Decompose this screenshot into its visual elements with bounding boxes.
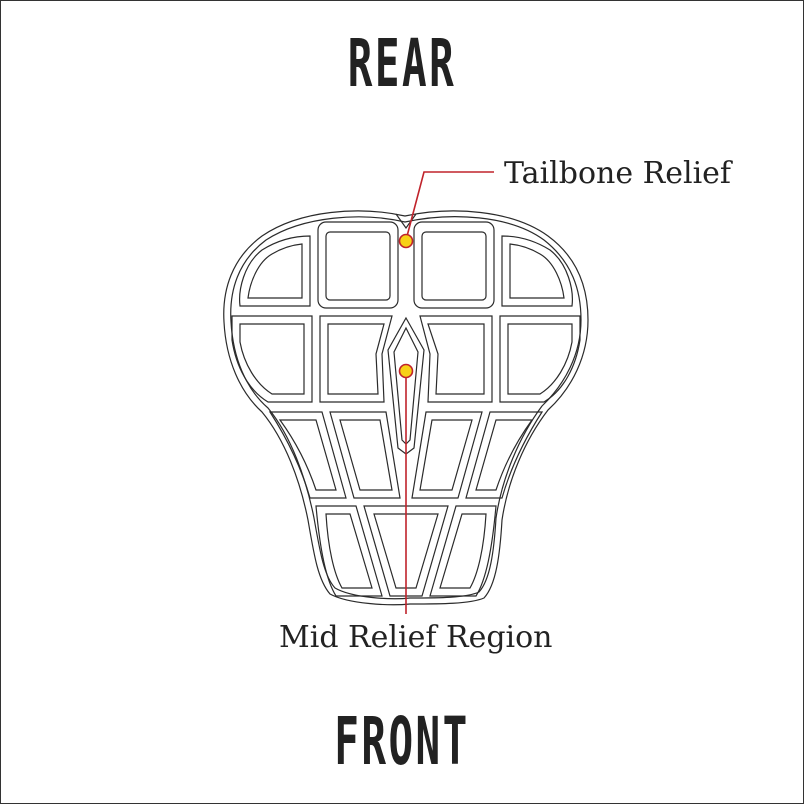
cell-r4-3 bbox=[429, 505, 497, 597]
tailbone-marker bbox=[398, 233, 414, 249]
cell-r1-4 bbox=[501, 235, 573, 307]
seat-shell-outer bbox=[223, 210, 589, 606]
cell-r3-1 bbox=[268, 411, 347, 499]
cell-r3-4 bbox=[465, 411, 544, 499]
cell-r4-1 bbox=[315, 505, 383, 597]
cell-r2-1 bbox=[231, 315, 313, 403]
seat-shell-inner bbox=[230, 216, 582, 600]
cell-r2-3 bbox=[419, 315, 493, 403]
cell-r3-2-inner bbox=[339, 419, 393, 491]
cell-r1-4-inner bbox=[509, 243, 565, 299]
cell-r2-4-inner bbox=[507, 323, 573, 395]
tailbone-relief-label: Tailbone Relief bbox=[504, 156, 732, 191]
cell-r1-1-inner bbox=[247, 243, 303, 299]
cell-r1-2-inner bbox=[325, 231, 391, 301]
mid-relief-label: Mid Relief Region bbox=[279, 620, 553, 655]
cell-r3-3-inner bbox=[419, 419, 473, 491]
cell-r1-1 bbox=[239, 235, 311, 307]
cell-r1-3 bbox=[413, 221, 495, 309]
cell-r1-2 bbox=[317, 221, 399, 309]
cell-r3-3 bbox=[411, 411, 483, 499]
cell-r2-3-inner bbox=[427, 323, 485, 395]
mid-relief-marker bbox=[398, 363, 414, 379]
cell-r4-3-inner bbox=[439, 513, 487, 589]
cell-r3-4-inner bbox=[475, 419, 534, 491]
cell-r4-2 bbox=[363, 505, 449, 597]
front-label: FRONT bbox=[334, 703, 470, 780]
cell-r3-2 bbox=[329, 411, 401, 499]
tailbone-leader-line bbox=[405, 171, 494, 241]
cell-r2-4 bbox=[499, 315, 581, 403]
cell-r1-3-inner bbox=[421, 231, 487, 301]
cell-r2-2-inner bbox=[327, 323, 385, 395]
cell-r3-1-inner bbox=[278, 419, 337, 491]
cell-r4-2-inner bbox=[373, 513, 439, 589]
seat-outline bbox=[223, 210, 589, 606]
rear-label: REAR bbox=[347, 25, 457, 102]
cell-r2-1-inner bbox=[239, 323, 305, 395]
tailbone-notch bbox=[395, 213, 417, 230]
cell-r4-1-inner bbox=[325, 513, 373, 589]
cell-r2-2 bbox=[319, 315, 393, 403]
